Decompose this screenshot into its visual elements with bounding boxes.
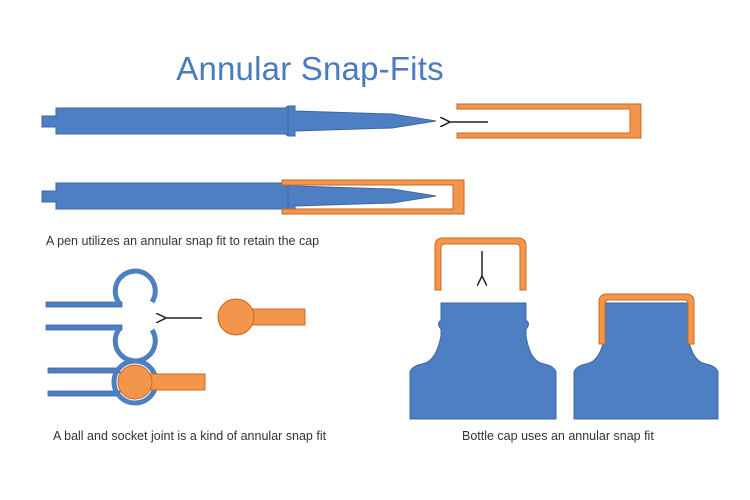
pen-cap-closed [281,179,465,215]
socket-open [45,268,158,364]
pen-body-open [41,105,437,137]
ball-joined [117,364,206,400]
bottle-open [409,302,557,420]
pen-cap-open [456,103,642,139]
bottle-cap-open [434,237,527,291]
caption-pen: A pen utilizes an annular snap fit to re… [46,234,320,248]
caption-bottle: Bottle cap uses an annular snap fit [462,429,654,443]
caption-ball-socket: A ball and socket joint is a kind of ann… [53,429,327,443]
ball-open [217,298,306,336]
bottle-capped [573,302,719,420]
diagram-title: Annular Snap-Fits [176,50,444,87]
pen-body-capped [41,180,437,212]
bottle-cap-closed [598,293,695,345]
